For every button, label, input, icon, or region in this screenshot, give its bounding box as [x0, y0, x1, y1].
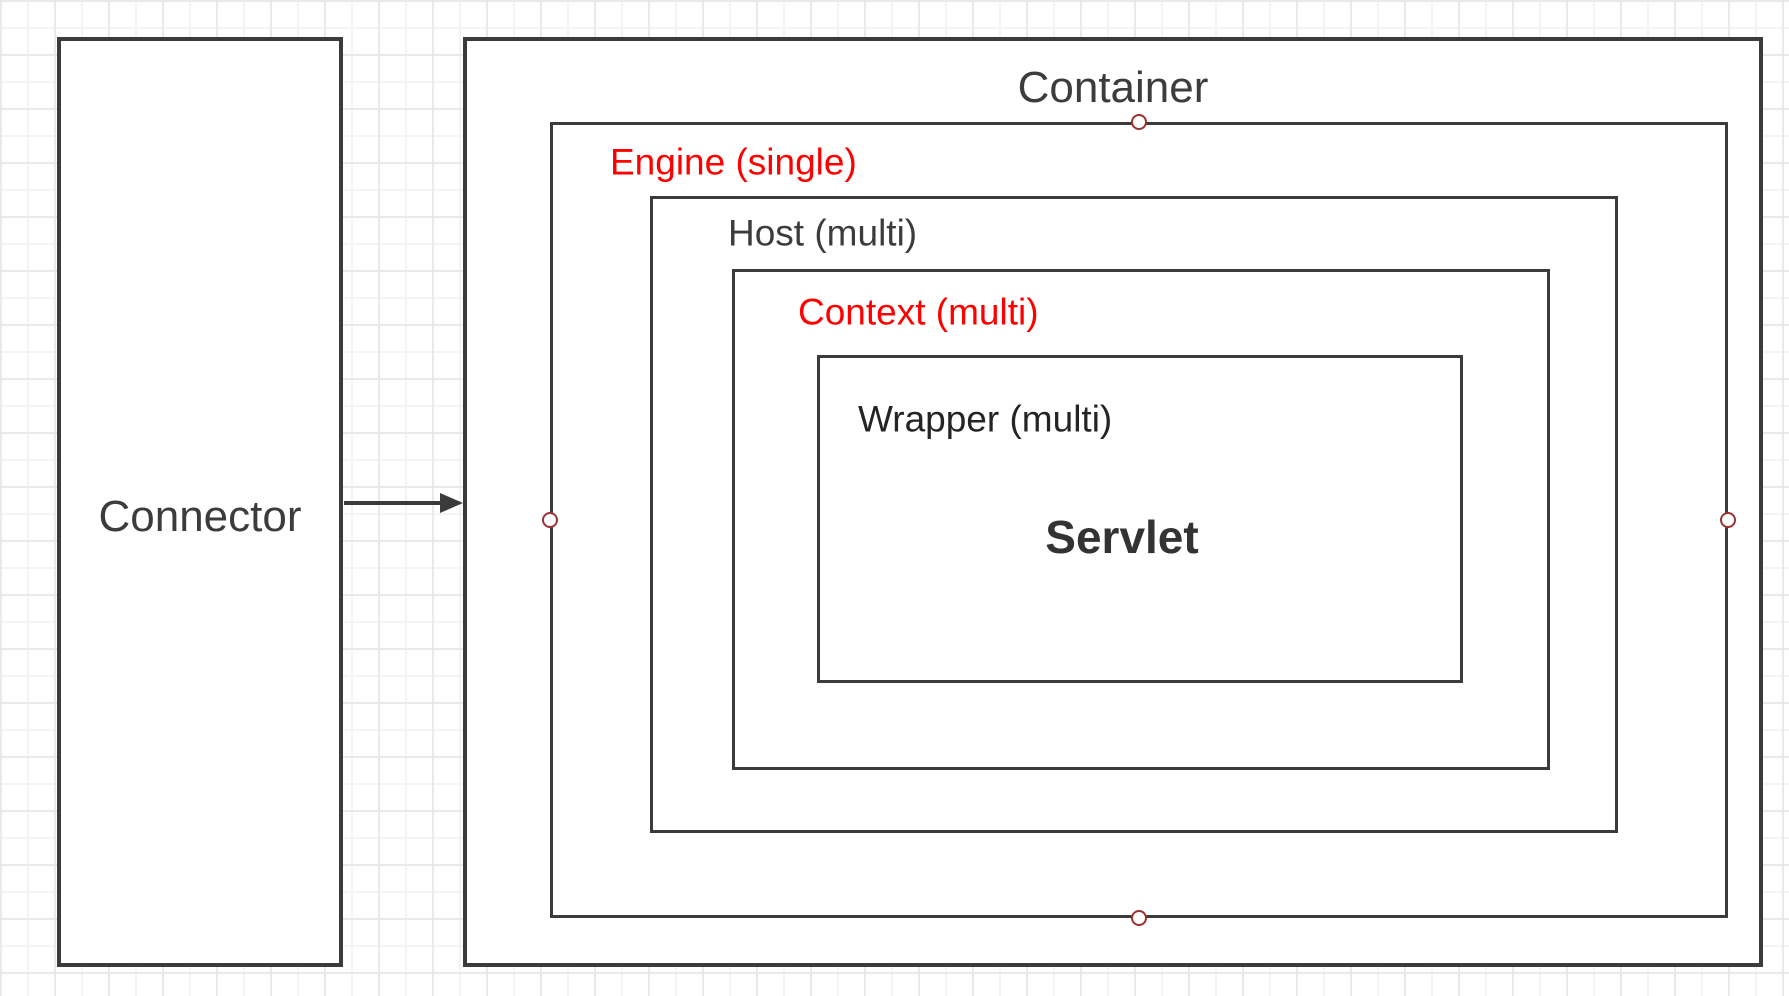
- connection-handle-right-icon[interactable]: [1720, 512, 1736, 528]
- connection-handle-top-icon[interactable]: [1131, 114, 1147, 130]
- connector-node[interactable]: [57, 37, 343, 967]
- engine-label: Engine (single): [610, 141, 857, 183]
- servlet-label: Servlet: [1045, 511, 1199, 563]
- connection-handle-bottom-icon[interactable]: [1131, 910, 1147, 926]
- container-label: Container: [1017, 63, 1209, 112]
- arrow-head-icon: [440, 493, 463, 513]
- host-label: Host (multi): [728, 212, 918, 254]
- wrapper-node[interactable]: [817, 355, 1463, 683]
- context-label: Context (multi): [798, 291, 1039, 333]
- arrow-line: [344, 501, 442, 505]
- wrapper-label: Wrapper (multi): [858, 398, 1113, 440]
- connector-label: Connector: [98, 492, 302, 541]
- connection-handle-left-icon[interactable]: [542, 512, 558, 528]
